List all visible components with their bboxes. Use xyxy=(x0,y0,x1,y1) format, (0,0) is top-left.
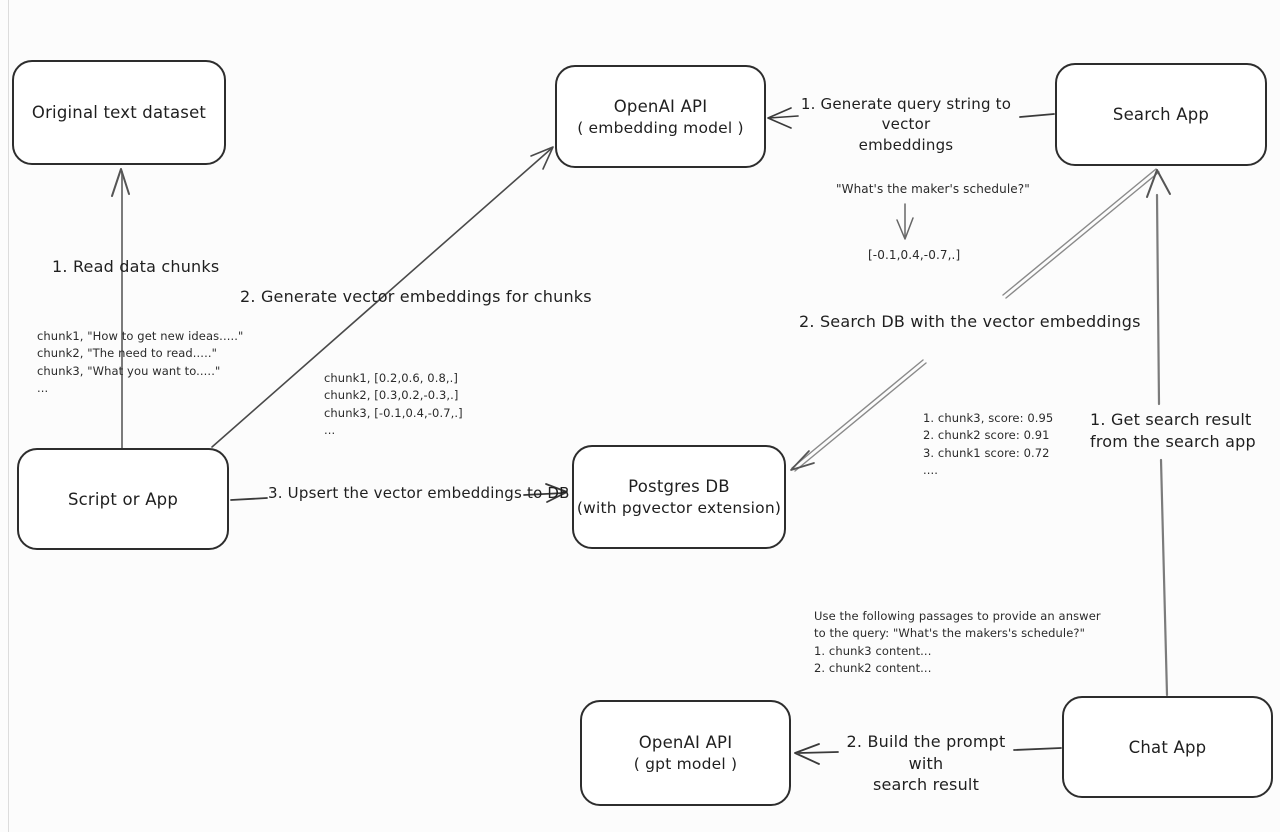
annotation-chunk-samples: chunk1, "How to get new ideas....." chun… xyxy=(37,329,244,395)
node-chat-app: Chat App xyxy=(1062,696,1273,798)
node-search-app: Search App xyxy=(1055,63,1267,166)
node-openai-gpt: OpenAI API ( gpt model ) xyxy=(580,700,791,806)
edge-label-read-data-chunks: 1. Read data chunks xyxy=(52,257,220,276)
node-postgres-db: Postgres DB (with pgvector extension) xyxy=(572,445,786,549)
node-postgres-db-title: Postgres DB xyxy=(628,477,730,496)
node-openai-embedding: OpenAI API ( embedding model ) xyxy=(555,65,766,168)
node-script-or-app: Script or App xyxy=(17,448,229,550)
node-original-text-dataset: Original text dataset xyxy=(12,60,226,165)
annotation-query-vector: [-0.1,0.4,-0.7,.] xyxy=(868,248,961,262)
edge-label-generate-embeddings: 2. Generate vector embeddings for chunks xyxy=(240,287,592,306)
node-openai-gpt-subtitle: ( gpt model ) xyxy=(633,755,738,773)
node-search-app-label: Search App xyxy=(1112,105,1210,124)
page-edge-line xyxy=(8,0,9,832)
annotation-prompt-example: Use the following passages to provide an… xyxy=(814,609,1101,675)
edge-label-get-search-result: 1. Get search result from the search app xyxy=(1086,408,1260,454)
node-chat-app-label: Chat App xyxy=(1128,737,1207,757)
node-script-or-app-label: Script or App xyxy=(67,489,179,509)
edge-label-upsert-to-db: 3. Upsert the vector embeddings to DB xyxy=(268,484,570,502)
node-original-text-dataset-label: Original text dataset xyxy=(31,103,207,122)
node-postgres-db-subtitle: (with pgvector extension) xyxy=(576,499,782,517)
node-openai-embedding-title: OpenAI API xyxy=(613,96,708,116)
edge-label-search-db: 2. Search DB with the vector embeddings xyxy=(795,310,1145,334)
annotation-search-scores: 1. chunk3, score: 0.95 2. chunk2 score: … xyxy=(923,411,1054,477)
annotation-vector-samples: chunk1, [0.2,0.6, 0.8,.] chunk2, [0.3,0.… xyxy=(324,371,463,437)
edge-label-build-prompt: 2. Build the prompt with search result xyxy=(846,732,1006,795)
node-openai-embedding-subtitle: ( embedding model ) xyxy=(577,118,744,137)
annotation-query-example: "What's the maker's schedule?" xyxy=(836,182,1030,196)
node-openai-gpt-title: OpenAI API xyxy=(638,733,733,752)
edge-label-generate-query-string: 1. Generate query string to vector embed… xyxy=(800,95,1012,154)
